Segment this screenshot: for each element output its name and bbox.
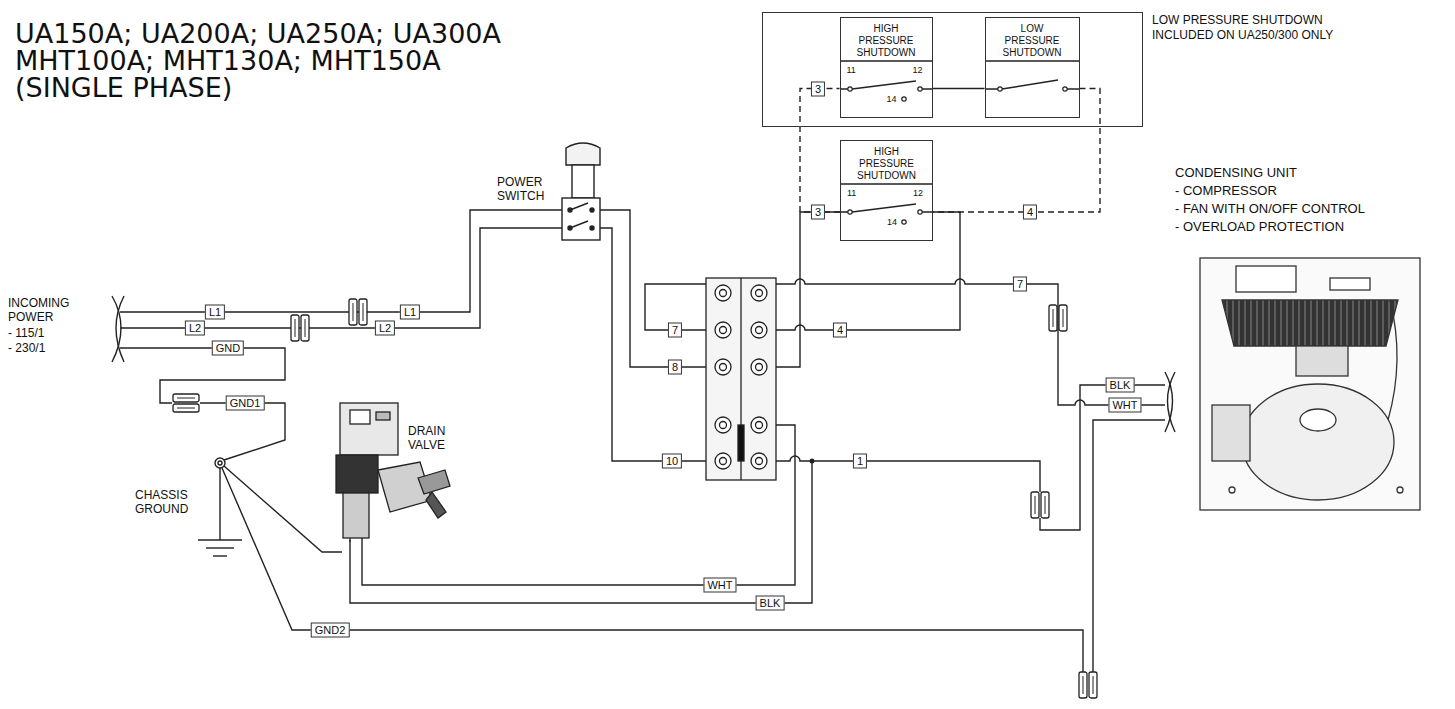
wires xyxy=(112,61,1175,673)
wire-tag: L2 xyxy=(185,321,205,336)
terminal-block xyxy=(706,278,776,480)
wire-tag: L1 xyxy=(400,305,420,320)
wire-tag: GND1 xyxy=(226,396,265,411)
wire-tag: L1 xyxy=(205,305,225,320)
callout-label: - OVERLOAD PROTECTION xyxy=(1175,218,1344,235)
node-heading: HIGH PRESSURE SHUTDOWN xyxy=(854,23,918,59)
diagram-title: UA150A; UA200A; UA250A; UA300A MHT100A; … xyxy=(15,20,520,101)
condensing-unit-illustration xyxy=(1200,258,1420,510)
terminal-number: 12 xyxy=(913,188,923,199)
wire-tag: 3 xyxy=(811,82,825,97)
wire-tag: 10 xyxy=(662,454,682,469)
node-heading: LOW PRESSURE SHUTDOWN xyxy=(1000,23,1064,59)
wire-tag: BLK xyxy=(1106,378,1135,393)
callout-label: DRAIN VALVE xyxy=(408,424,464,452)
wire-tag: 8 xyxy=(668,360,682,375)
pressure-switch-box: HIGH PRESSURE SHUTDOWN 11 12 14 xyxy=(840,140,933,241)
wire-tag: GND2 xyxy=(311,623,350,638)
wire-tag: 3 xyxy=(811,205,825,220)
callout-label: - 115/1 xyxy=(8,326,44,340)
callout-label: - FAN WITH ON/OFF CONTROL xyxy=(1175,200,1365,217)
wire-tag: GND xyxy=(212,341,244,356)
wire-tag: 1 xyxy=(853,454,867,469)
terminal-number: 14 xyxy=(887,217,897,228)
wire-tag: 4 xyxy=(833,323,847,338)
junction-dot xyxy=(810,459,815,464)
callout-label: - COMPRESSOR xyxy=(1175,182,1277,199)
callout-label: INCOMING POWER xyxy=(8,296,88,324)
wire-tag: 4 xyxy=(1023,205,1037,220)
wire-connector xyxy=(933,89,1100,213)
shutdown-enclosure: HIGH PRESSURE SHUTDOWN 11 12 14 LOW PRESSURE… xyxy=(762,12,1143,127)
quick-disconnects xyxy=(173,299,1097,698)
terminal-number: 11 xyxy=(847,65,856,76)
pressure-switch-box: HIGH PRESSURE SHUTDOWN 11 12 14 xyxy=(840,17,933,118)
callout-label: CONDENSING UNIT xyxy=(1175,164,1297,181)
wire-tag: 7 xyxy=(1013,277,1027,292)
pressure-switch-box: LOW PRESSURE SHUTDOWN xyxy=(985,17,1080,118)
wire-tag: 7 xyxy=(668,323,682,338)
terminal-number: 12 xyxy=(913,65,923,76)
chassis-ground-symbol xyxy=(198,458,242,556)
callout-label: - 230/1 xyxy=(8,341,45,355)
node-heading: LOW PRESSURE SHUTDOWN INCLUDED ON UA250/… xyxy=(1152,13,1362,43)
power-switch-symbol xyxy=(562,143,600,240)
terminal-number: 14 xyxy=(887,94,897,105)
terminal-number: 11 xyxy=(847,188,856,199)
wire-connector xyxy=(933,88,985,89)
callout-label: POWER SWITCH xyxy=(497,175,555,203)
wire-tag: WHT xyxy=(703,578,736,593)
wire-connector xyxy=(800,89,840,213)
wire-tag: L2 xyxy=(375,321,395,336)
callout-label: CHASSIS GROUND xyxy=(135,488,199,516)
wire-tag: WHT xyxy=(1108,398,1141,413)
wire-tag: BLK xyxy=(756,596,785,611)
node-heading: HIGH PRESSURE SHUTDOWN xyxy=(855,146,919,182)
contact-points xyxy=(848,87,1067,224)
drain-valve-illustration xyxy=(336,403,450,542)
